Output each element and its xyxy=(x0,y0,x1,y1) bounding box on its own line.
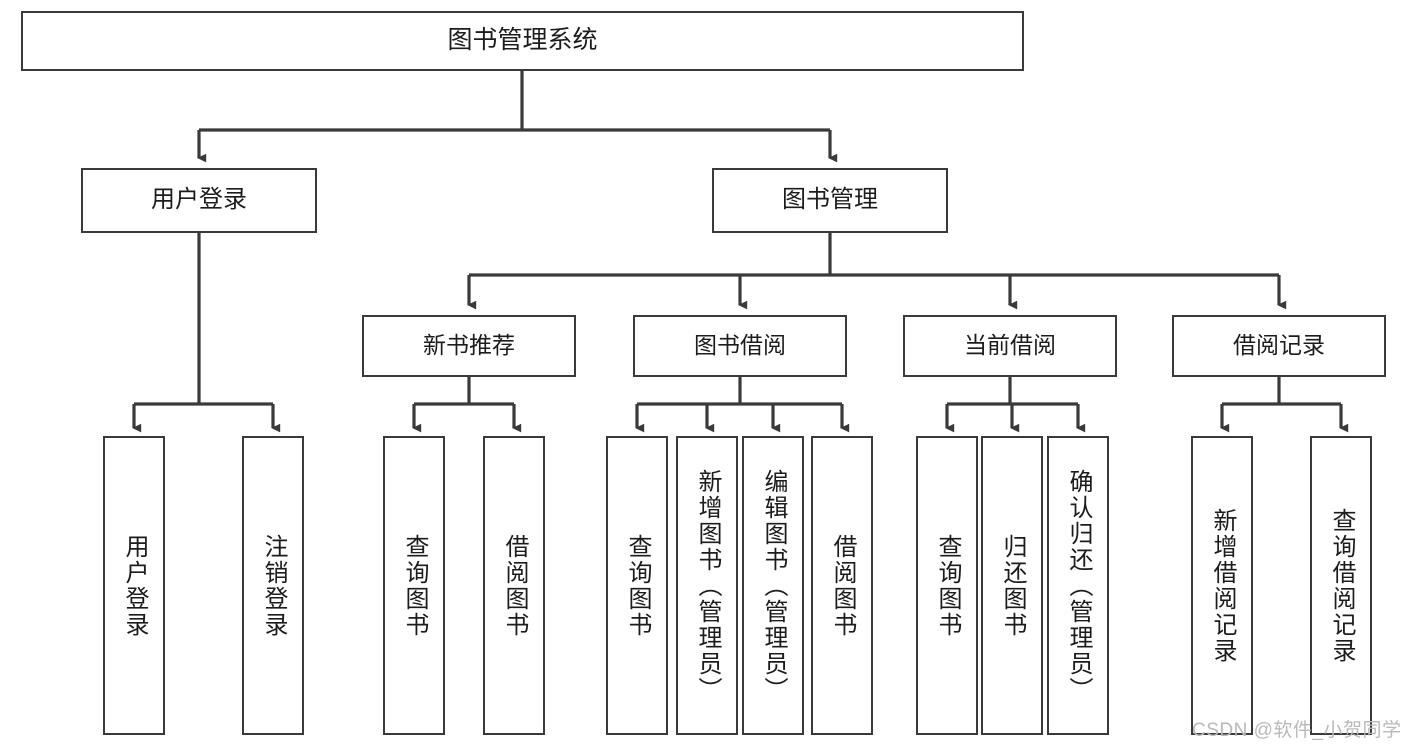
node-label: 查询图书 xyxy=(401,533,428,638)
watermark-text: CSDN @软件_小贺同学 xyxy=(1192,720,1402,741)
leaf-current-return-book[interactable]: 归还图书 xyxy=(981,436,1043,735)
leaf-user-login-login[interactable]: 用户登录 xyxy=(103,436,165,735)
leaf-current-confirm-return-admin[interactable]: 确认归还（管理员） xyxy=(1047,436,1109,735)
leaf-record-query-record[interactable]: 查询借阅记录 xyxy=(1310,436,1372,735)
node-label: 注销登录 xyxy=(260,533,287,638)
node-label: 新增借阅记录 xyxy=(1209,507,1236,664)
node-label: 图书借阅 xyxy=(694,332,786,359)
node-book-borrow[interactable]: 图书借阅 xyxy=(633,315,847,377)
node-label: 新增图书（管理员） xyxy=(694,468,721,703)
leaf-record-add-record[interactable]: 新增借阅记录 xyxy=(1191,436,1253,735)
node-user-login[interactable]: 用户登录 xyxy=(81,168,317,233)
node-label: 借阅图书 xyxy=(829,533,856,638)
leaf-borrow-add-book-admin[interactable]: 新增图书（管理员） xyxy=(676,436,738,735)
node-label: 用户登录 xyxy=(121,533,148,638)
leaf-user-login-logout[interactable]: 注销登录 xyxy=(242,436,304,735)
node-label: 借阅记录 xyxy=(1233,332,1325,359)
node-label: 确认归还（管理员） xyxy=(1065,468,1092,703)
node-label: 编辑图书（管理员） xyxy=(760,468,787,703)
node-label: 归还图书 xyxy=(999,533,1026,638)
leaf-borrow-borrow-book[interactable]: 借阅图书 xyxy=(811,436,873,735)
node-current-borrow[interactable]: 当前借阅 xyxy=(903,315,1117,377)
leaf-new-book-borrow[interactable]: 借阅图书 xyxy=(483,436,545,735)
node-borrow-record[interactable]: 借阅记录 xyxy=(1172,315,1386,377)
node-book-management[interactable]: 图书管理 xyxy=(712,168,948,233)
leaf-borrow-query-book[interactable]: 查询图书 xyxy=(606,436,668,735)
leaf-new-book-query[interactable]: 查询图书 xyxy=(383,436,445,735)
leaf-borrow-edit-book-admin[interactable]: 编辑图书（管理员） xyxy=(742,436,804,735)
node-label: 用户登录 xyxy=(151,186,247,214)
node-label: 新书推荐 xyxy=(423,332,515,359)
node-label: 查询借阅记录 xyxy=(1328,507,1355,664)
node-label: 图书管理系统 xyxy=(447,26,598,55)
node-new-book-recommend[interactable]: 新书推荐 xyxy=(362,315,576,377)
node-label: 图书管理 xyxy=(782,186,878,214)
leaf-current-query-book[interactable]: 查询图书 xyxy=(916,436,978,735)
node-label: 查询图书 xyxy=(624,533,651,638)
node-label: 借阅图书 xyxy=(501,533,528,638)
node-label: 查询图书 xyxy=(934,533,961,638)
node-label: 当前借阅 xyxy=(964,332,1056,359)
node-root-system[interactable]: 图书管理系统 xyxy=(21,11,1024,71)
